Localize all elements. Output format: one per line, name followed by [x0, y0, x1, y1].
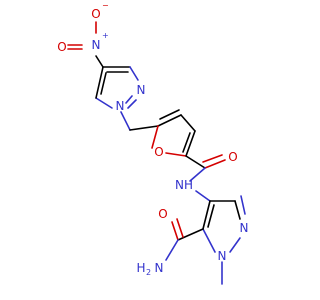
bond-amide-co [171, 221, 179, 241]
bond-furan-c2-o [165, 152, 187, 157]
bond-furan-c5-c4 [157, 114, 182, 127]
bond-ch2-furan-c5 [129, 125, 159, 131]
atom-amide-nh: NH [175, 178, 193, 192]
bond-furan-c3-c2-double [182, 132, 191, 153]
bond-pz1-c3-n2 [129, 66, 139, 81]
bond-amide-co-double [176, 218, 184, 238]
molecule-structure: N + O − O N N O O NH N N O H 2 N [57, 1, 248, 285]
bonds [67, 21, 246, 285]
atom-pyrazole2-n1: N [218, 249, 227, 263]
atom-amine-n: N [155, 261, 164, 275]
atom-amine-h-subscript: 2 [146, 268, 151, 277]
bond-carbonyl-co-double [202, 154, 223, 163]
atom-nitro-n: N + [89, 31, 109, 53]
atom-nitro-n-charge: + [102, 31, 109, 40]
atom-pyrazole2-n2: N [240, 221, 249, 235]
bond-nh-pz2-c4 [195, 190, 211, 202]
atom-carbonyl-o: O [228, 150, 237, 164]
bond-pz1-c5-c4-double [100, 72, 107, 95]
bond-nitro-n-c4 [95, 55, 104, 68]
bond-carbonyl-co [204, 159, 226, 169]
bond-pz1-n1-c5 [95, 97, 113, 109]
bond-furan-c4-c3 [180, 114, 196, 132]
bond-carbonyl-nh [189, 167, 206, 182]
bond-pz2-c5-c4-double [207, 204, 215, 228]
bond-furan-c5-c4-double [159, 109, 180, 120]
atom-nitro-o-top: O − [91, 1, 108, 21]
bond-pz1-n2-n1 [127, 99, 137, 109]
bond-furan-c3-c2 [185, 130, 196, 157]
atom-nitro-o-top-charge: − [102, 1, 109, 10]
bond-pz2-n1-c5 [202, 228, 216, 253]
bond-c2-carbonyl-c [185, 155, 206, 169]
bond-c5-amide-c [177, 228, 204, 241]
bond-pz2-c5-c4 [202, 200, 211, 230]
atom-pyrazole1-n1: N [116, 99, 125, 113]
atom-nitro-o-top-symbol: O [91, 7, 100, 21]
bond-furan-o-c5 [151, 125, 159, 149]
bond-amide-c-nh2 [165, 239, 179, 261]
atom-amine-nh2: H 2 N [136, 261, 163, 277]
atom-furan-o: O [154, 145, 163, 159]
bond-pz2-c3-n2 [234, 200, 241, 220]
bond-pz2-c3-n2-double [240, 195, 246, 215]
atom-pyrazole1-n2: N [137, 83, 146, 97]
atom-nitro-n-symbol: N [92, 38, 101, 52]
atom-amine-h: H [136, 261, 145, 275]
bond-pz1-c5-c4 [95, 66, 104, 99]
atom-nitro-o-left: O [57, 40, 66, 54]
bond-n1-ch2 [120, 111, 131, 131]
atom-labels: N + O − O N N O O NH N N O H 2 N [57, 1, 248, 277]
bond-pz2-n2-n1 [229, 237, 241, 253]
atom-amide-o: O [158, 207, 167, 221]
bond-pz1-n2-n1-double [125, 95, 133, 104]
